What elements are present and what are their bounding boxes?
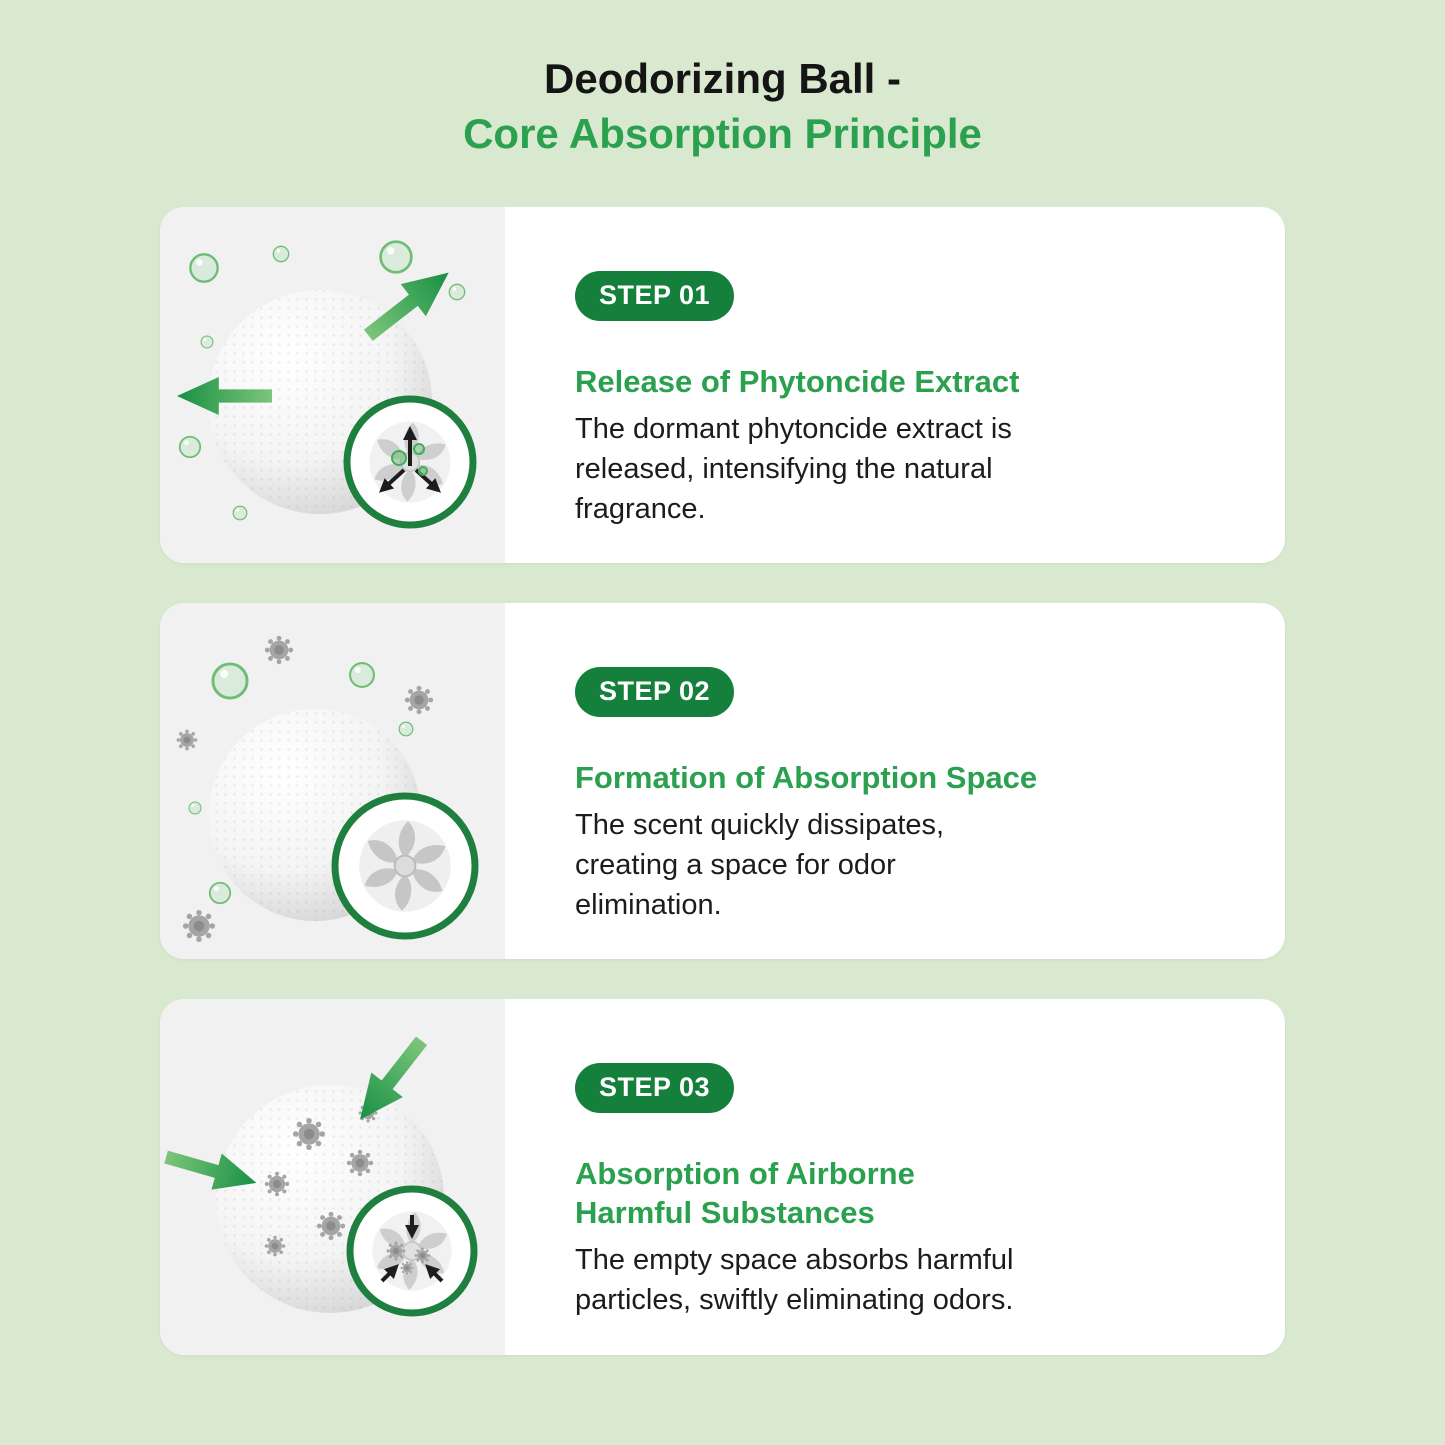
- bubble-icon: [188, 801, 202, 815]
- step2-content: STEP 02 Formation of Absorption Space Th…: [505, 603, 1285, 959]
- step3-illustration: [160, 999, 505, 1356]
- step1-content: STEP 01 Release of Phytoncide Extract Th…: [505, 207, 1285, 563]
- bubble-icon: [398, 721, 414, 737]
- step-heading: Release of Phytoncide Extract: [575, 364, 1020, 400]
- step3-content: STEP 03 Absorption of Airborne Harmful S…: [505, 999, 1285, 1355]
- virus-icon: [414, 1247, 431, 1264]
- bubble-icon: [200, 335, 214, 349]
- step-body: The dormant phytoncide extract is releas…: [575, 412, 1012, 525]
- bubble-icon: [178, 436, 202, 459]
- virus-icon: [386, 1241, 406, 1261]
- virus-icon: [346, 1149, 374, 1177]
- sphere-absorption-space-icon: [176, 636, 479, 943]
- virus-icon: [404, 686, 434, 715]
- page-title: Deodorizing Ball - Core Absorption Princ…: [0, 52, 1445, 161]
- bubble-icon: [448, 283, 466, 301]
- step-heading: Absorption of Airborne Harmful Substance…: [575, 1156, 915, 1230]
- step1-illustration: [160, 207, 505, 564]
- step-card-1: STEP 01 Release of Phytoncide Extract Th…: [160, 207, 1285, 564]
- bubble-icon: [208, 882, 232, 905]
- virus-icon: [182, 910, 216, 943]
- infographic-page: Deodorizing Ball - Core Absorption Princ…: [0, 52, 1445, 1356]
- bubble-icon: [379, 240, 413, 274]
- page-title-line2: Core Absorption Principle: [463, 109, 982, 157]
- fan-badge-icon: [346, 1185, 478, 1317]
- virus-icon: [264, 1171, 290, 1197]
- step-badge: STEP 02: [575, 667, 735, 718]
- page-title-line1: Deodorizing Ball -: [544, 55, 901, 102]
- virus-icon: [264, 636, 294, 665]
- virus-icon: [176, 729, 198, 751]
- fan-core-icon: [358, 819, 452, 913]
- sphere-release-icon: [177, 240, 477, 529]
- fan-badge-icon: [331, 792, 479, 940]
- bubble-icon: [211, 662, 249, 700]
- step-body: The scent quickly dissipates, creating a…: [575, 808, 945, 921]
- fan-badge-icon: [343, 395, 477, 529]
- virus-icon: [292, 1118, 326, 1151]
- bubble-icon: [232, 505, 248, 521]
- virus-icon: [400, 1261, 414, 1275]
- step2-illustration: [160, 603, 505, 960]
- step-heading: Formation of Absorption Space: [575, 760, 1038, 796]
- bubble-icon: [272, 245, 290, 263]
- step-card-3: STEP 03 Absorption of Airborne Harmful S…: [160, 999, 1285, 1356]
- bubble-icon: [349, 662, 375, 689]
- step-badge: STEP 01: [575, 271, 735, 322]
- step-badge: STEP 03: [575, 1063, 735, 1114]
- step-card-2: STEP 02 Formation of Absorption Space Th…: [160, 603, 1285, 960]
- sphere-absorb-particles-icon: [160, 1028, 478, 1317]
- step-body: The empty space absorbs harmful particle…: [575, 1243, 1014, 1316]
- steps-list: STEP 01 Release of Phytoncide Extract Th…: [160, 207, 1285, 1356]
- virus-icon: [316, 1212, 346, 1241]
- virus-icon: [264, 1235, 286, 1257]
- bubble-icon: [189, 253, 219, 284]
